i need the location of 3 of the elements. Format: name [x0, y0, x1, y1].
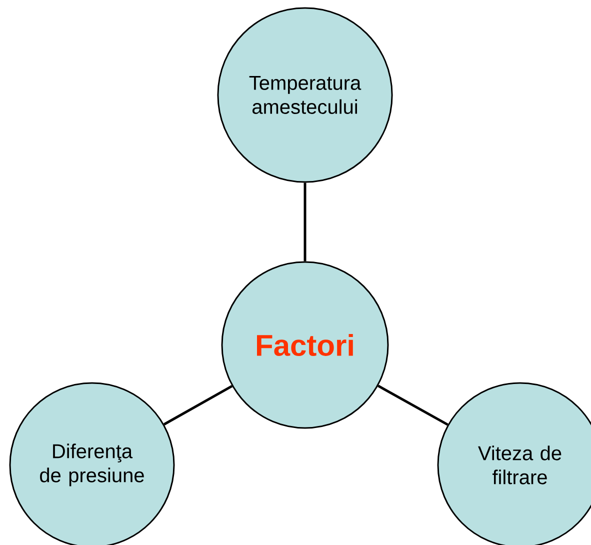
connector-line — [163, 385, 233, 426]
connector-line — [378, 384, 448, 426]
connector-line — [304, 182, 306, 262]
